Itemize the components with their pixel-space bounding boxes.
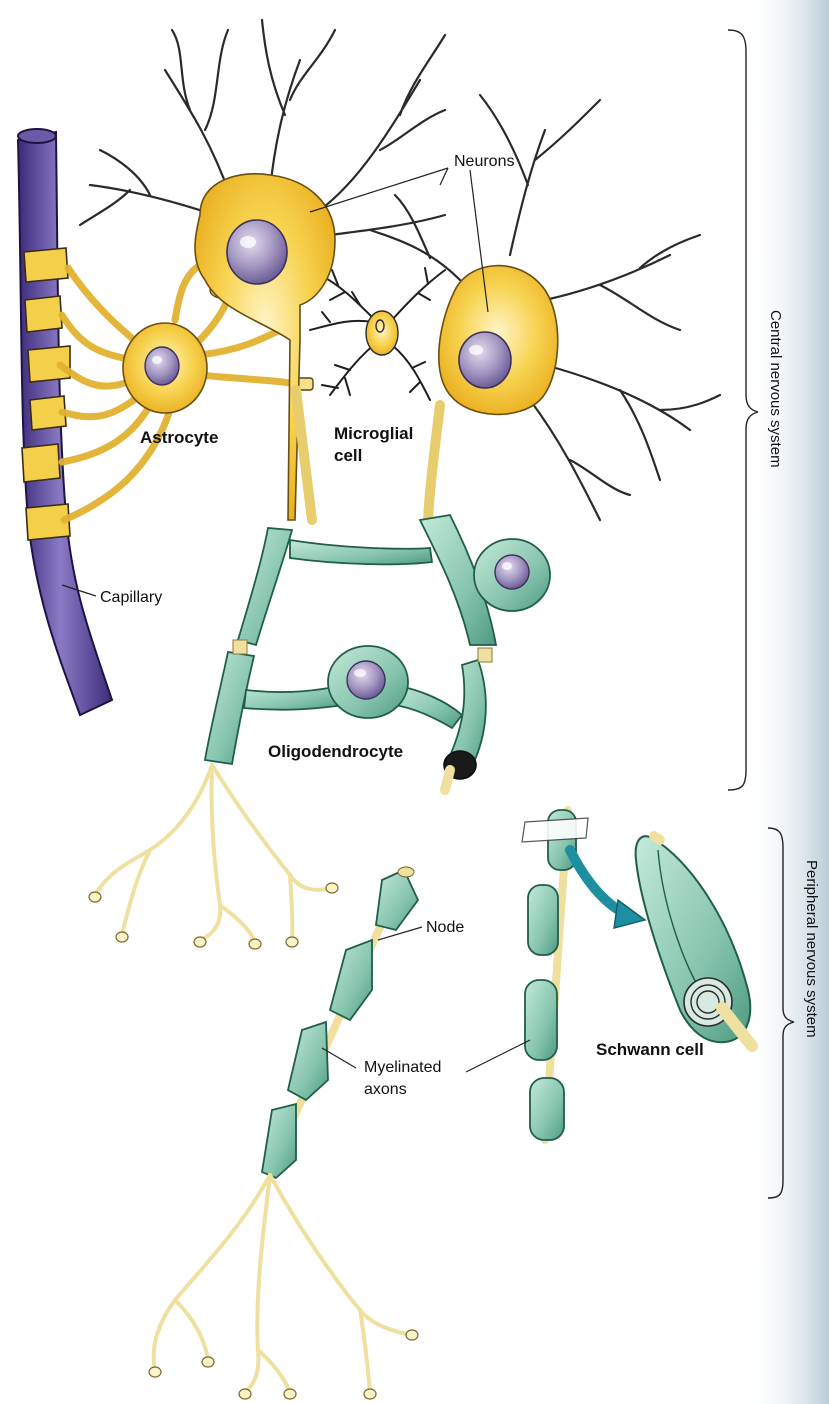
page-edge [745, 0, 829, 1404]
astrocyte-label: Astrocyte [140, 428, 218, 447]
axon-terminal-knobs-center [149, 1330, 418, 1399]
node-label: Node [426, 918, 464, 937]
capillary [18, 129, 112, 715]
microglial-cell-label: cell [334, 446, 362, 465]
oligodendrocyte-label: Oligodendrocyte [268, 742, 403, 761]
myelinated-axon-center [262, 867, 418, 1178]
microglial-label: Microglial [334, 424, 413, 443]
cns-label: Central nervous system [767, 310, 784, 468]
schwann-cell [636, 836, 752, 1046]
axon-terminals-left [95, 765, 330, 942]
pns-label: Peripheral nervous system [803, 860, 820, 1038]
capillary-label: Capillary [100, 588, 162, 607]
neuron-left [195, 174, 335, 520]
schwann-arrow [570, 850, 645, 928]
axons-label: axons [364, 1080, 407, 1099]
axon-terminals-center [154, 1175, 410, 1392]
myelinated-label: Myelinated [364, 1058, 441, 1077]
neuron-right [428, 266, 558, 520]
neurons-label: Neurons [454, 152, 514, 171]
microglial-cell [310, 268, 445, 400]
schwann-cell-label: Schwann cell [596, 1040, 704, 1059]
